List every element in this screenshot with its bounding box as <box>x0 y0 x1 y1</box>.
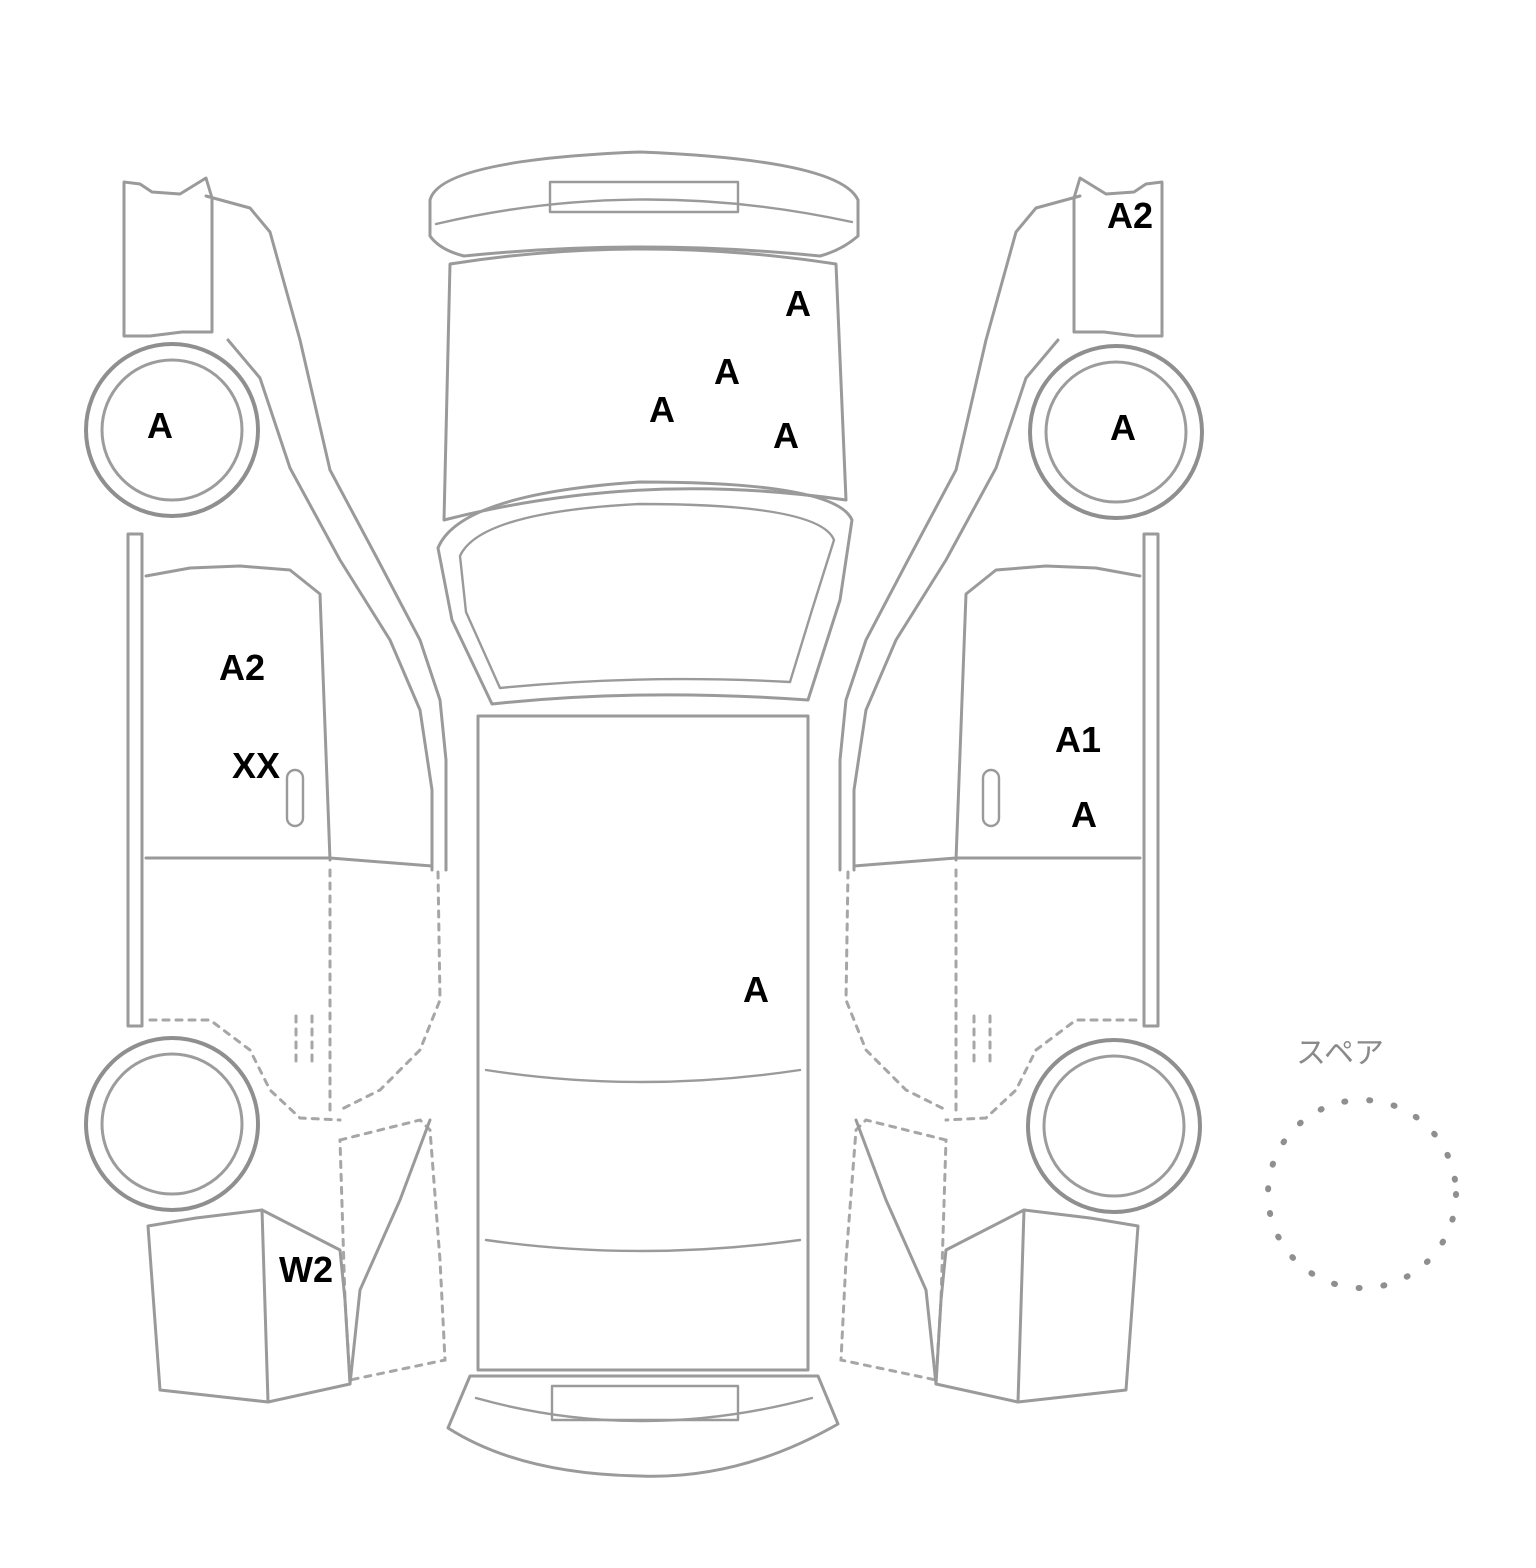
left-rear-fender-arch <box>148 1018 342 1122</box>
top-rear-plate <box>550 1384 740 1422</box>
right-c-pillar <box>854 1118 938 1386</box>
marker-right-front-wheel: A <box>1110 407 1136 448</box>
left-front-bumper <box>122 176 214 338</box>
marker-right-front-door-upper: A1 <box>1054 719 1102 760</box>
marker-right-front-door-lower: A <box>1071 794 1097 835</box>
right-rear-fender-arch <box>944 1018 1138 1122</box>
left-side-view <box>84 176 448 1404</box>
top-rear-bumper <box>446 1374 840 1478</box>
right-rear-door <box>844 868 958 1112</box>
right-front-wheel-tire <box>1028 344 1204 520</box>
marker-hood-4: A <box>773 415 799 456</box>
right-rear-handle <box>972 1014 992 1064</box>
left-front-door <box>144 564 332 862</box>
marker-hood-3: A <box>649 389 675 430</box>
marker-left-rear-quarter: W2 <box>279 1249 333 1290</box>
left-front-fender <box>204 194 448 872</box>
top-front-grille <box>548 180 740 214</box>
top-front-bumper <box>428 150 860 258</box>
right-door-handle <box>981 768 1001 828</box>
top-rear-bumper-line <box>474 1396 814 1423</box>
top-roof-panel-line-2 <box>484 1238 802 1253</box>
top-hood <box>442 247 848 522</box>
right-front-fender <box>838 194 1082 872</box>
left-a-pillar-inner <box>226 338 434 872</box>
left-rear-bumper <box>146 1208 352 1404</box>
right-side-view <box>838 176 1204 1404</box>
left-rear-handle <box>294 1014 314 1064</box>
right-door-beltline <box>852 856 1142 868</box>
left-rear-wheel-rim <box>100 1052 244 1196</box>
left-front-wheel-rim <box>100 358 244 502</box>
right-rear-bumper <box>934 1208 1140 1404</box>
left-rear-quarter-panel <box>338 1118 447 1382</box>
top-windshield-glass <box>458 502 836 690</box>
right-rear-wheel-tire <box>1026 1038 1202 1214</box>
marker-right-front-fender: A2 <box>1106 195 1154 236</box>
left-rear-wheel-tire <box>84 1036 260 1212</box>
right-a-pillar-inner <box>852 338 1060 872</box>
spare-tire-dotted-circle <box>1265 1097 1459 1291</box>
marker-left-front-door-lower: XX <box>231 745 281 786</box>
left-c-pillar <box>348 1118 432 1386</box>
marker-hood-1: A <box>785 283 811 324</box>
marker-left-front-wheel: A <box>147 405 173 446</box>
top-front-bumper-line <box>434 198 854 226</box>
marker-roof: A <box>743 969 769 1010</box>
left-rear-door <box>328 868 442 1112</box>
marker-hood-2: A <box>714 351 740 392</box>
top-roof <box>476 714 810 1372</box>
spare-tire-label: スペア <box>1296 1036 1384 1071</box>
left-front-wheel-tire <box>84 342 260 518</box>
marker-left-front-door-upper: A2 <box>218 647 266 688</box>
left-side-sill <box>126 532 144 1028</box>
right-rear-quarter-panel <box>839 1118 948 1382</box>
right-side-sill <box>1142 532 1160 1028</box>
right-rear-wheel-rim <box>1042 1054 1186 1198</box>
right-rear-bumper-edge <box>1016 1208 1026 1404</box>
left-door-beltline <box>144 856 434 868</box>
right-front-door <box>954 564 1142 862</box>
top-roof-panel-line-1 <box>484 1068 802 1084</box>
left-door-handle <box>285 768 305 828</box>
top-windshield <box>436 480 854 706</box>
left-rear-bumper-edge <box>260 1208 270 1404</box>
right-front-wheel-rim <box>1044 360 1188 504</box>
top-view <box>428 150 860 1478</box>
